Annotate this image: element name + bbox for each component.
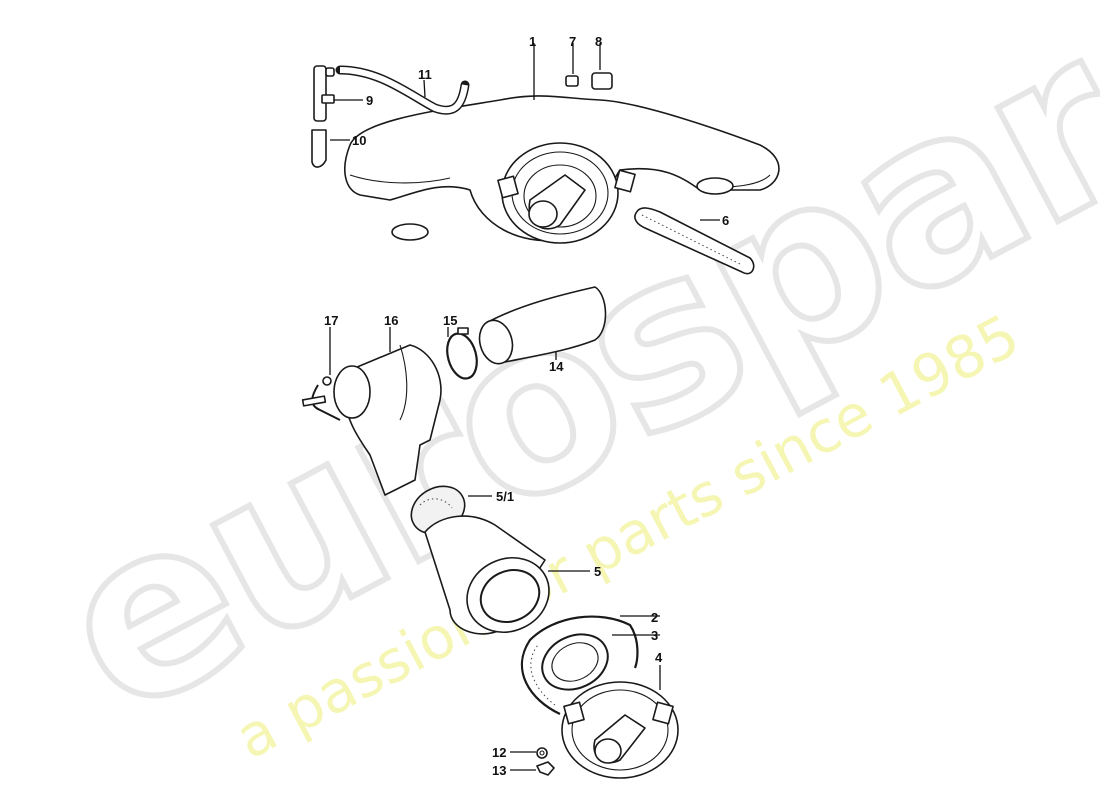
callout-10: 10 <box>352 133 366 148</box>
part-7-fitting <box>565 75 579 87</box>
callout-5: 5 <box>594 564 601 579</box>
part-1-air-cleaner-housing <box>344 95 780 244</box>
callout-1: 1 <box>529 34 536 49</box>
part-11-breather-hose <box>335 65 470 115</box>
callout-17: 17 <box>324 313 338 328</box>
callout-7: 7 <box>569 34 576 49</box>
callout-6: 6 <box>722 213 729 228</box>
leader-lines <box>329 43 720 771</box>
callout-4: 4 <box>655 650 663 665</box>
callout-11: 11 <box>418 67 432 82</box>
part-8-cap <box>591 72 613 90</box>
part-17-bracket <box>301 376 341 421</box>
part-9-clip <box>321 94 335 104</box>
callout-9: 9 <box>366 93 373 108</box>
callout-13: 13 <box>492 763 506 778</box>
part-5-filter-element <box>424 515 550 635</box>
part-3-small-seal <box>541 633 609 691</box>
callout-16: 16 <box>384 313 398 328</box>
part-13-wing-nut <box>536 761 555 776</box>
callout-2: 2 <box>651 610 658 625</box>
callouts: 1 2 3 4 5 5/1 6 7 8 9 10 11 12 13 14 15 … <box>324 34 729 778</box>
part-12-washer <box>536 747 548 759</box>
callout-15: 15 <box>443 313 457 328</box>
callout-14: 14 <box>549 359 564 374</box>
callout-3: 3 <box>651 628 658 643</box>
part-16-duct-housing <box>333 344 442 496</box>
callout-8: 8 <box>595 34 602 49</box>
part-2-large-seal <box>520 615 639 715</box>
part-pipe-upper <box>313 65 335 122</box>
callout-5-1: 5/1 <box>496 489 514 504</box>
part-14-intake-hose <box>478 286 607 365</box>
part-10-pipe-elbow <box>311 129 327 168</box>
callout-12: 12 <box>492 745 506 760</box>
part-15-hose-clamp <box>446 327 478 380</box>
part-4-cover <box>561 681 679 779</box>
part-6-gasket <box>634 207 755 275</box>
